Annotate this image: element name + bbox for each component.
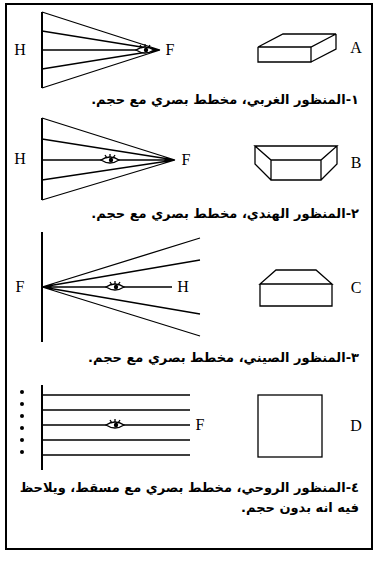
point-letter: H: [14, 151, 26, 167]
caption-text: ٢-المنظور الهندي، مخطط بصري مع حجم.: [14, 204, 359, 224]
shape-letter: B: [351, 155, 362, 171]
point-letter: F: [182, 152, 191, 168]
point-letter: F: [196, 417, 205, 433]
point-letter: F: [16, 279, 25, 295]
point-letter: H: [177, 279, 189, 295]
caption-text: ١-المنظور الغربي، مخطط بصري مع حجم.: [14, 90, 359, 110]
point-letter: F: [166, 42, 175, 58]
shape-letter: A: [350, 40, 362, 56]
point-letter: H: [14, 42, 26, 58]
shape-letter: C: [351, 280, 362, 296]
shape-letter: D: [350, 418, 362, 434]
caption-text: ٤-المنظور الروحي، مخطط بصري مع مسقط، ويل…: [14, 478, 359, 517]
caption-text: ٣-المنظور الصيني، مخطط بصري مع حجم.: [14, 348, 359, 368]
